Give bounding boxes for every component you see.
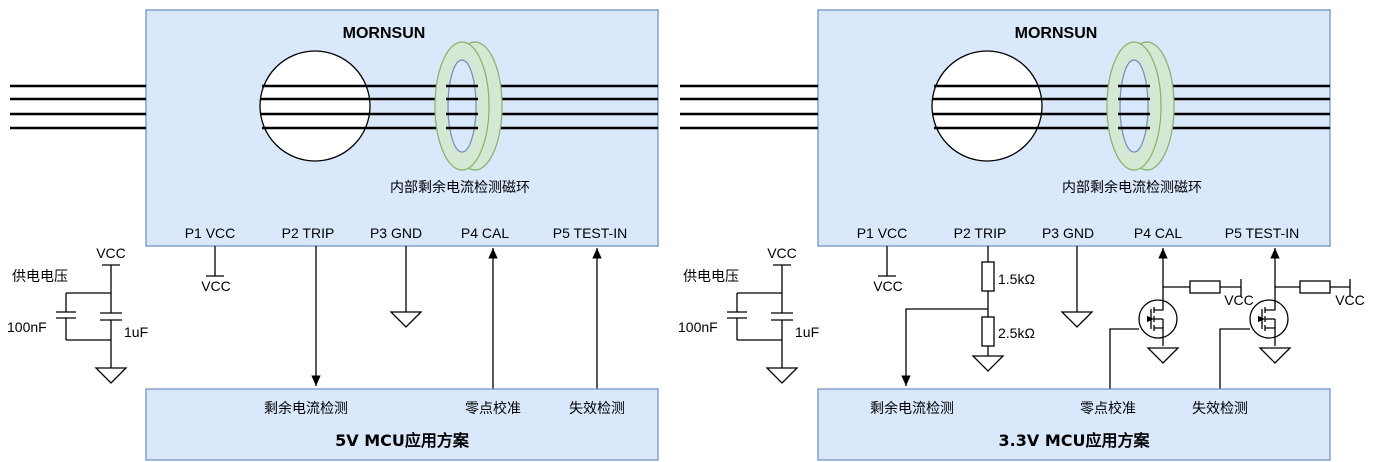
voltage-divider: 1.5kΩ 2.5kΩ: [901, 246, 1035, 386]
ground-symbol: [765, 367, 799, 384]
pin-label-p1: P1 VCC: [185, 225, 236, 241]
ground-symbol: [1258, 347, 1292, 364]
ground-symbol: [94, 367, 128, 384]
brand-label: MORNSUN: [343, 25, 426, 42]
pin-label-p5: P5 TEST-IN: [1225, 225, 1299, 241]
ground-symbol: [1060, 311, 1094, 328]
mcu-function-failure: 失效检测: [569, 401, 625, 417]
vcc-pin-label: VCC: [873, 278, 903, 294]
vcc-pin-label: VCC: [201, 278, 231, 294]
coil-label: 内部剩余电流检测磁环: [390, 179, 530, 196]
cap2-label: 1uF: [124, 324, 148, 340]
conductor-circle: [931, 50, 1043, 162]
pin-label-p1: P1 VCC: [857, 225, 908, 241]
pin-label-p2: P2 TRIP: [282, 225, 335, 241]
mcu-box: [145, 388, 659, 461]
ground-symbol: [971, 355, 1005, 372]
supply-circuit: VCC 供电电压 100nF 1uF: [678, 245, 819, 384]
bus-lines: [680, 84, 818, 130]
cal-transistor-circuit: VCC: [1109, 247, 1254, 389]
left-circuit: MORNSUN 内部剩余电流检测磁环 P1 VCC: [7, 9, 659, 461]
pin-label-p3: P3 GND: [1042, 225, 1094, 241]
cap2-label: 1uF: [795, 324, 819, 340]
pin-label-p4: P4 CAL: [461, 225, 509, 241]
resistor-pullup-cal: [1189, 280, 1221, 294]
mcu-function-failure: 失效检测: [1192, 401, 1248, 417]
mcu-function-residual: 剩余电流检测: [870, 400, 954, 417]
resistor-pullup-test: [1299, 280, 1331, 294]
r1-label: 1.5kΩ: [998, 271, 1035, 287]
pin-label-p5: P5 TEST-IN: [553, 225, 627, 241]
supply-label: 供电电压: [12, 269, 68, 285]
pin-label-p3: P3 GND: [370, 225, 422, 241]
vcc-cal-label: VCC: [1224, 292, 1254, 308]
brand-label: MORNSUN: [1015, 25, 1098, 42]
coil-label: 内部剩余电流检测磁环: [1062, 179, 1202, 196]
conductor-circle: [259, 50, 371, 162]
cap1-label: 100nF: [7, 319, 47, 335]
mcu-function-calibration: 零点校准: [465, 400, 521, 417]
mcu-function-residual: 剩余电流检测: [264, 400, 348, 417]
vcc-top-label: VCC: [96, 245, 126, 261]
r2-label: 2.5kΩ: [998, 325, 1035, 341]
magnetic-ring: [1106, 41, 1175, 171]
vcc-top-label: VCC: [767, 245, 797, 261]
bus-lines: [10, 84, 146, 130]
resistor-r1: [981, 261, 995, 292]
magnetic-ring: [434, 41, 503, 171]
pin-label-p2: P2 TRIP: [954, 225, 1007, 241]
mcu-title: 5V MCU应用方案: [335, 431, 470, 450]
ground-symbol: [1146, 347, 1180, 364]
mcu-function-calibration: 零点校准: [1080, 400, 1136, 417]
supply-circuit: VCC 供电电压 100nF 1uF: [7, 245, 148, 384]
pin-label-p4: P4 CAL: [1134, 225, 1182, 241]
resistor-r2: [981, 316, 995, 347]
vcc-test-label: VCC: [1335, 292, 1365, 308]
test-transistor-circuit: VCC: [1219, 247, 1365, 389]
supply-label: 供电电压: [683, 269, 739, 285]
ground-symbol: [389, 311, 423, 328]
trip-arrow: [901, 308, 988, 386]
mcu-title: 3.3V MCU应用方案: [999, 431, 1151, 450]
right-circuit: MORNSUN 内部剩余电流检测磁环 P1 VCC P2 TRIP P3 GND: [678, 9, 1365, 461]
mcu-box: [817, 388, 1331, 461]
cap1-label: 100nF: [678, 319, 718, 335]
